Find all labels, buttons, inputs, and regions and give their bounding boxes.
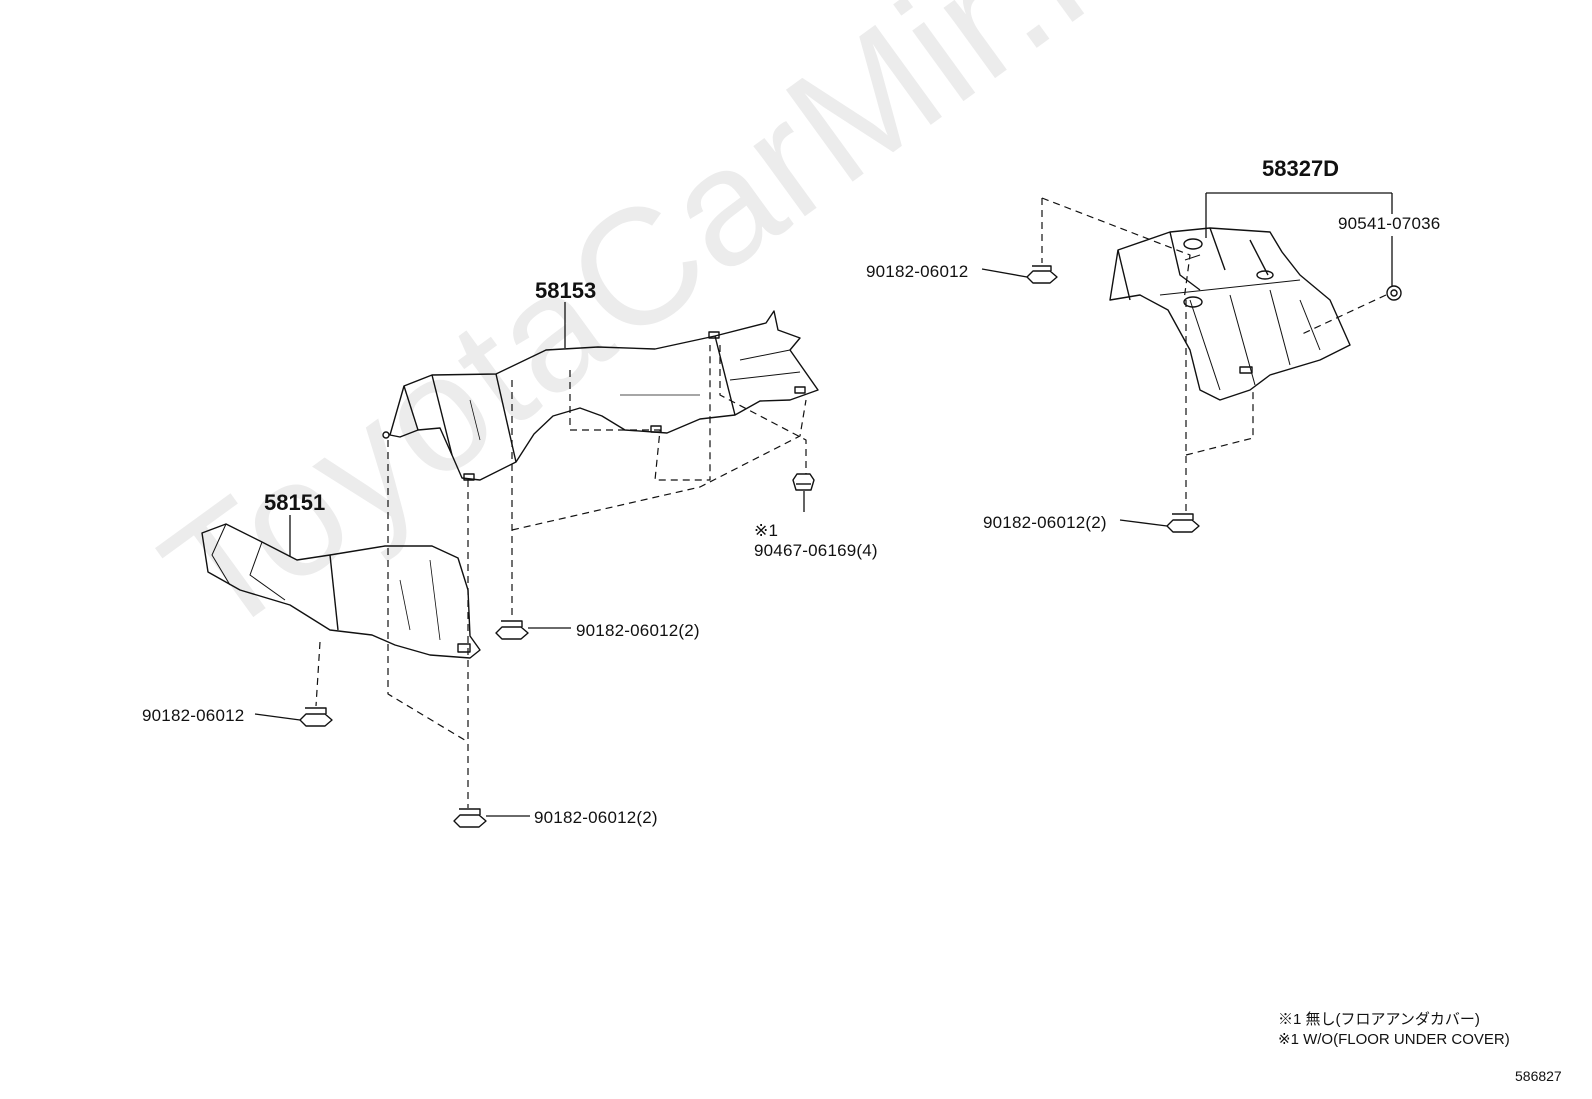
part-label-grommet: 90467-06169(4): [754, 541, 878, 560]
heat-insulator-58327d: [1109, 227, 1351, 401]
part-label-clip-left: 90182-06012: [142, 706, 245, 725]
part-label-58151: 58151: [264, 490, 326, 515]
part-label-clip-right-bottom: 90182-06012(2): [983, 513, 1107, 532]
clip-left: [299, 707, 333, 727]
heat-insulator-58153: [382, 310, 819, 481]
clip-right-top: [1026, 265, 1058, 284]
heat-insulator-58151: [201, 523, 481, 659]
installation-lines: [315, 197, 1387, 808]
leader-lines: [254, 192, 1393, 817]
part-label-58153: 58153: [535, 278, 597, 303]
clip-bottom: [453, 808, 487, 828]
clip-right-bottom: [1166, 513, 1200, 533]
note-line-1: ※1 無し(フロアアンダカバー): [1278, 1011, 1480, 1028]
note-line-2: ※1 W/O(FLOOR UNDER COVER): [1278, 1031, 1510, 1048]
part-label-clip-right-top: 90182-06012: [866, 262, 969, 281]
part-label-58327d: 58327D: [1262, 156, 1340, 181]
part-label-clip-center: 90182-06012(2): [576, 621, 700, 640]
grommet-note-mark: ※1: [754, 521, 779, 540]
clip-center: [495, 620, 529, 640]
part-label-90541: 90541-07036: [1338, 214, 1441, 233]
nut-90541: [1386, 285, 1402, 301]
part-label-clip-bottom: 90182-06012(2): [534, 808, 658, 827]
grommet-90467: [792, 473, 815, 491]
diagram-id: 586827: [1515, 1068, 1562, 1084]
